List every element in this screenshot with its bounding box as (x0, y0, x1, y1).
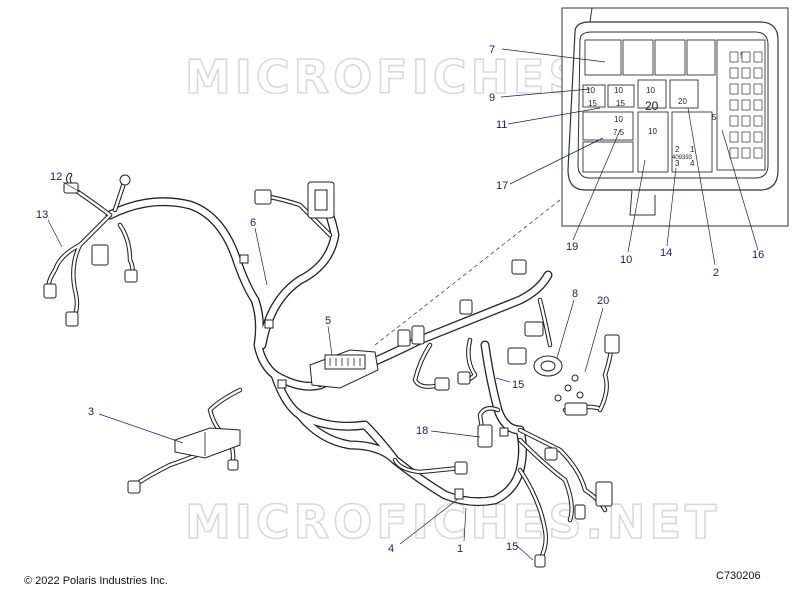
callout-18: 18 (416, 425, 428, 437)
callout-17: 17 (496, 180, 508, 192)
callout-9: 9 (489, 92, 495, 104)
fuse-box-part (309, 349, 379, 389)
callout-8: 8 (572, 288, 578, 300)
fuse-label-20a: 20 (645, 99, 659, 113)
drawing-number: C730206 (716, 570, 761, 582)
fuse-label-15b: 15 (616, 99, 625, 108)
callout-19: 19 (566, 241, 578, 253)
fuse-box-detail-inset: 10 15 10 15 10 10 7.5 10 20 20 5 5 2 1 3… (561, 7, 789, 227)
callout-leaders (47, 48, 759, 561)
module-part-3 (174, 427, 241, 459)
callout-20: 20 (597, 295, 609, 307)
callout-4: 4 (388, 543, 394, 555)
fuse-label-2: 2 (675, 145, 680, 154)
fuse-label-20b: 20 (678, 97, 687, 106)
relay-part-number: 409393 (672, 155, 693, 161)
callout-11: 11 (496, 119, 507, 131)
callout-2: 2 (713, 267, 719, 279)
fuse-label-10b: 10 (614, 86, 623, 95)
fuse-label-10a: 10 (586, 86, 595, 95)
copyright-notice: © 2022 Polaris Industries Inc. (24, 575, 168, 587)
callout-3: 3 (88, 406, 94, 418)
fuse-label-5b: 5 (712, 113, 717, 122)
callout-6: 6 (250, 217, 256, 229)
fuse-label-1: 1 (690, 145, 695, 154)
callout-numbers: 1 2 3 4 5 6 7 8 9 10 10 11 12 13 14 15 1… (36, 44, 764, 555)
fuse-label-4: 4 (690, 159, 695, 168)
connectors (43, 174, 620, 568)
fuse-label-10c: 10 (646, 86, 655, 95)
watermark-bottom: MICROFICHES.NET (185, 495, 720, 549)
callout-15-lower: 15 (506, 541, 518, 553)
callout-5: 5 (325, 315, 331, 327)
fuse-label-10e: 10 (648, 127, 657, 136)
callout-7: 7 (489, 44, 495, 56)
callout-15-upper: 15 (512, 379, 524, 391)
callout-10-left: 10 (620, 254, 632, 266)
callout-14: 14 (660, 247, 672, 259)
callout-12: 12 (50, 171, 62, 183)
fuse-label-15a: 15 (588, 99, 597, 108)
callout-13: 13 (36, 209, 48, 221)
fuse-label-10d: 10 (614, 115, 623, 124)
fuse-label-3: 3 (675, 159, 680, 168)
callout-1: 1 (457, 543, 463, 555)
grommet-part-8 (533, 355, 563, 377)
callout-16: 16 (752, 249, 764, 261)
